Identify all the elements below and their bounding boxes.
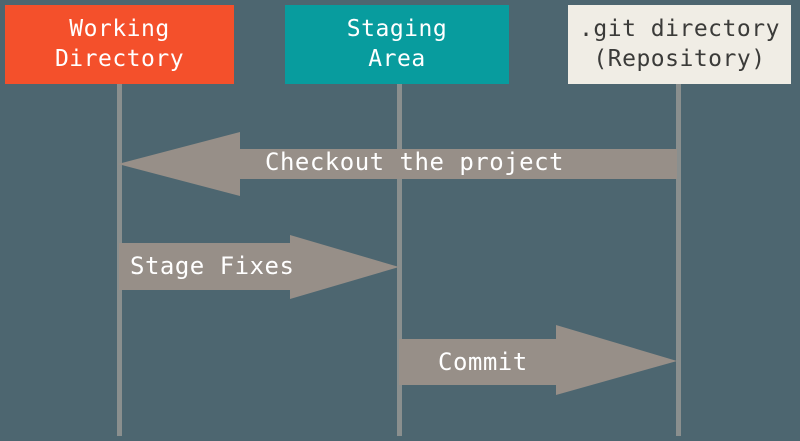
area-label-line-2: Area <box>368 45 426 72</box>
area-box-staging-area[interactable]: Staging Area <box>285 5 509 84</box>
lifeline-staging-area <box>397 84 402 436</box>
area-label-line-1: Staging <box>346 16 448 43</box>
area-label-line-1: Working <box>69 16 170 43</box>
area-box-git-directory[interactable]: .git directory (Repository) <box>568 5 791 84</box>
area-box-working-directory[interactable]: Working Directory <box>5 5 234 84</box>
flow-label-stage-fixes: Stage Fixes <box>130 252 295 280</box>
flow-label-checkout: Checkout the project <box>265 148 564 176</box>
area-label-line-2: (Repository) <box>593 45 766 72</box>
flow-arrow-stage-fixes[interactable] <box>119 233 399 301</box>
flow-arrow-checkout[interactable] <box>118 130 677 198</box>
area-label-line-1: .git directory <box>579 16 780 43</box>
flow-arrow-commit[interactable] <box>399 324 677 396</box>
lifeline-git-directory <box>676 84 681 436</box>
area-label-line-2: Directory <box>54 45 185 72</box>
flow-label-commit: Commit <box>438 348 528 376</box>
